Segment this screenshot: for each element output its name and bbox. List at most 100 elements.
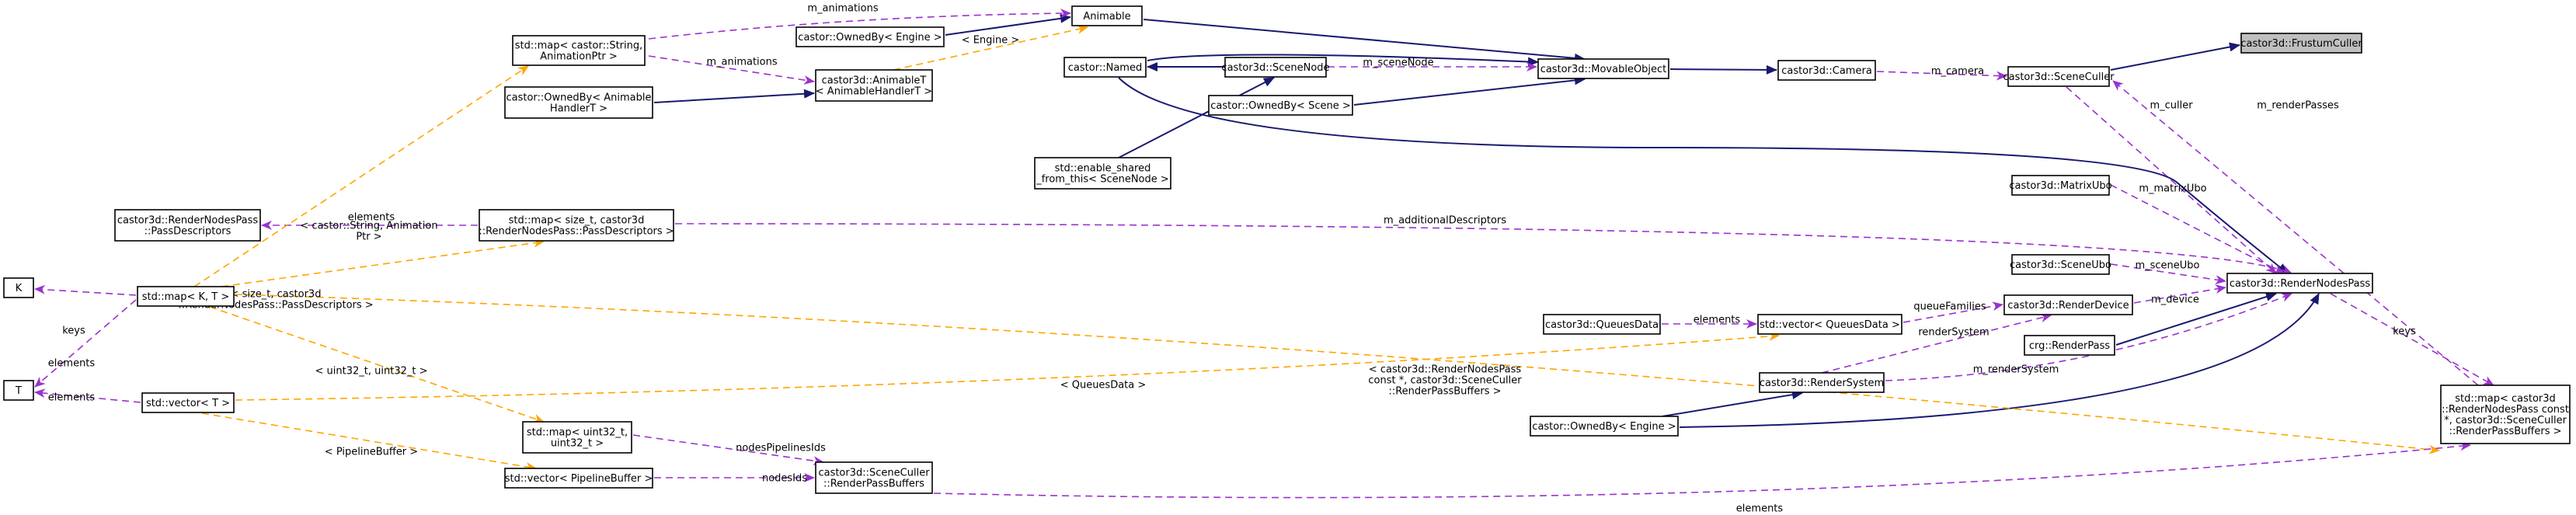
node-box — [2003, 294, 2133, 315]
edge-template-map-kt-to-map-string-animptr — [193, 65, 529, 287]
class-node-sceneculler[interactable]: castor3d::SceneCuller — [2003, 66, 2115, 87]
node-box — [1034, 157, 1171, 190]
edge-template-animablet-to-animable — [893, 24, 1088, 71]
node-box — [1224, 57, 1327, 78]
edge-inheritance-sceneculler-to-frustumculler — [2110, 42, 2240, 71]
class-node-rendersystem[interactable]: castor3d::RenderSystem — [1759, 372, 1885, 393]
edge-template-vector-t-to-vector-queuesdata — [235, 332, 1780, 401]
node-box — [137, 286, 235, 307]
node-box — [2440, 385, 2571, 444]
edge-label-m-animations-top: m_animations — [807, 3, 879, 15]
class-node-vector-pipelinebuffer[interactable]: std::vector< PipelineBuffer > — [504, 468, 653, 489]
node-box — [795, 26, 945, 47]
class-node-movableobject[interactable]: castor3d::MovableObject — [1537, 58, 1669, 79]
class-node-renderpassbuffers[interactable]: castor3d::SceneCuller::RenderPassBuffers — [815, 461, 933, 494]
class-node-queuesdata[interactable]: castor3d::QueuesData — [1543, 314, 1661, 335]
class-node-vector-t[interactable]: std::vector< T > — [141, 392, 235, 413]
edge-usage-map-string-animptr-to-animable — [648, 9, 1071, 40]
node-label: K — [16, 283, 23, 294]
node-label: std::vector< PipelineBuffer > — [505, 473, 653, 485]
node-label: castor::OwnedBy< Engine > — [1532, 421, 1676, 433]
edge-label-m-animations-mid: m_animations — [706, 57, 778, 68]
class-node-vector-queuesdata[interactable]: std::vector< QueuesData > — [1757, 314, 1902, 335]
edge-label-elements-bottom: elements — [1736, 503, 1784, 515]
class-node-named[interactable]: castor::Named — [1063, 57, 1147, 78]
edge-label-nodesIds: nodesIds — [762, 473, 807, 485]
class-node-map-string-animptr[interactable]: std::map< castor::String,AnimationPtr > — [512, 35, 646, 66]
node-box — [522, 421, 632, 454]
edge-inheritance-ownedby-engine-bottom-to-rendernodespass — [1679, 293, 2320, 428]
class-node-scenenode[interactable]: castor3d::SceneNode — [1221, 57, 1330, 78]
class-node-renderdevice[interactable]: castor3d::RenderDevice — [2003, 294, 2133, 315]
class-node-ownedby-scene[interactable]: castor::OwnedBy< Scene > — [1208, 95, 1353, 116]
edge-usage-camera-to-sceneculler — [1876, 71, 2007, 81]
edge-label-pipelinebuffer-tpl: < PipelineBuffer > — [325, 447, 418, 458]
edge-usage-k-to-map-kt — [34, 284, 137, 296]
node-label: castor3d::RenderNodesPass::PassDescripto… — [117, 215, 259, 238]
node-box — [1543, 314, 1661, 335]
class-node-rendernodespass[interactable]: castor3d::RenderNodesPass — [2226, 273, 2373, 294]
node-box — [512, 35, 646, 66]
node-label: std::vector< T > — [146, 398, 230, 409]
class-node-ownedby-engine-bottom[interactable]: castor::OwnedBy< Engine > — [1530, 416, 1679, 437]
node-label: std::map< castor::String,AnimationPtr > — [515, 40, 643, 63]
edge-label-nodesPipelinesIds: nodesPipelinesIds — [736, 443, 826, 454]
edge-template-map-kt-to-map-sizet-passdesc — [221, 238, 545, 287]
edge-usage-t-to-map-kt — [34, 299, 137, 388]
class-node-ownedby-engine-top[interactable]: castor::OwnedBy< Engine > — [795, 26, 945, 47]
node-box — [2240, 33, 2362, 54]
node-label: castor3d::QueuesData — [1545, 319, 1659, 331]
node-box — [2011, 254, 2110, 275]
node-label: castor3d::SceneCuller — [2003, 71, 2115, 83]
class-node-sceneubo[interactable]: castor3d::SceneUbo — [2010, 254, 2111, 275]
edge-label-queueFamilies: queueFamilies — [1913, 301, 1986, 313]
class-node-map-kt[interactable]: std::map< K, T > — [137, 286, 235, 307]
node-box — [815, 461, 933, 494]
node-label: castor3d::RenderDevice — [2007, 300, 2129, 311]
edge-usage-matrixubo-to-rendernodespass — [2110, 184, 2285, 274]
node-label: std::enable_shared_from_this< SceneNode … — [1036, 163, 1169, 186]
node-label: castor3d::SceneCuller::RenderPassBuffers — [818, 468, 930, 490]
node-box — [2226, 273, 2373, 294]
node-box — [1063, 57, 1147, 78]
class-node-camera[interactable]: castor3d::Camera — [1777, 60, 1876, 81]
node-box — [1530, 416, 1679, 437]
class-node-map-renderpassbuffers[interactable]: std::map< castor3d::RenderNodesPass cons… — [2440, 385, 2571, 444]
edge-inheritance-crg-renderpass-to-rendernodespass — [2115, 292, 2277, 346]
node-label: castor3d::FrustumCuller — [2240, 38, 2362, 50]
edge-usage-map-sizet-passdesc-to-rendernodespass — [674, 223, 2292, 274]
class-node-map-sizet-passdesc[interactable]: std::map< size_t, castor3d::RenderNodesP… — [479, 209, 674, 242]
node-label: castor3d::SceneNode — [1221, 62, 1329, 74]
edge-label-m-culler: m_culler — [2150, 100, 2193, 112]
class-node-t[interactable]: T — [3, 380, 34, 401]
class-node-matrixubo[interactable]: castor3d::MatrixUbo — [2009, 175, 2112, 196]
class-node-passdescriptors[interactable]: castor3d::RenderNodesPass::PassDescripto… — [114, 209, 261, 242]
edge-usage-renderdevice-to-rendernodespass — [2133, 284, 2226, 304]
node-label: castor3d::AnimableT< AnimableHandlerT > — [816, 75, 932, 98]
edge-inheritance-ownedby-engine-bottom-to-rendersystem — [1662, 390, 1803, 417]
class-node-animablet[interactable]: castor3d::AnimableT< AnimableHandlerT > — [815, 69, 933, 102]
node-box — [141, 392, 235, 413]
class-node-frustumculler[interactable]: castor3d::FrustumCuller — [2240, 33, 2362, 54]
node-label: Animable — [1083, 11, 1130, 23]
edge-usage-t-to-vector-t — [34, 388, 141, 403]
edge-usage-map-uint32-to-renderpassbuffers — [632, 434, 824, 466]
node-label: castor::OwnedBy< Engine > — [798, 32, 942, 43]
node-box — [2011, 175, 2110, 196]
edge-label-elements-queues: elements — [1694, 315, 1741, 326]
edge-inheritance-ownedby-scene-to-movableobject — [1353, 75, 1586, 106]
node-label: crg::RenderPass — [2029, 340, 2111, 352]
class-node-map-uint32[interactable]: std::map< uint32_t,uint32_t > — [522, 421, 632, 454]
class-node-animable[interactable]: Animable — [1071, 5, 1143, 26]
class-node-enable-shared[interactable]: std::enable_shared_from_this< SceneNode … — [1034, 157, 1171, 190]
class-node-k[interactable]: K — [3, 277, 34, 298]
class-node-crg-renderpass[interactable]: crg::RenderPass — [2024, 335, 2115, 356]
node-label: castor3d::RenderNodesPass — [2230, 278, 2371, 290]
node-label: castor3d::SceneUbo — [2010, 259, 2111, 271]
edge-label-elements-t-map: elements — [48, 358, 96, 370]
edge-usage-sceneculler-to-rendernodespass — [2066, 86, 2277, 274]
edge-inheritance-ownedby-animhandler-to-animablet — [653, 89, 815, 103]
